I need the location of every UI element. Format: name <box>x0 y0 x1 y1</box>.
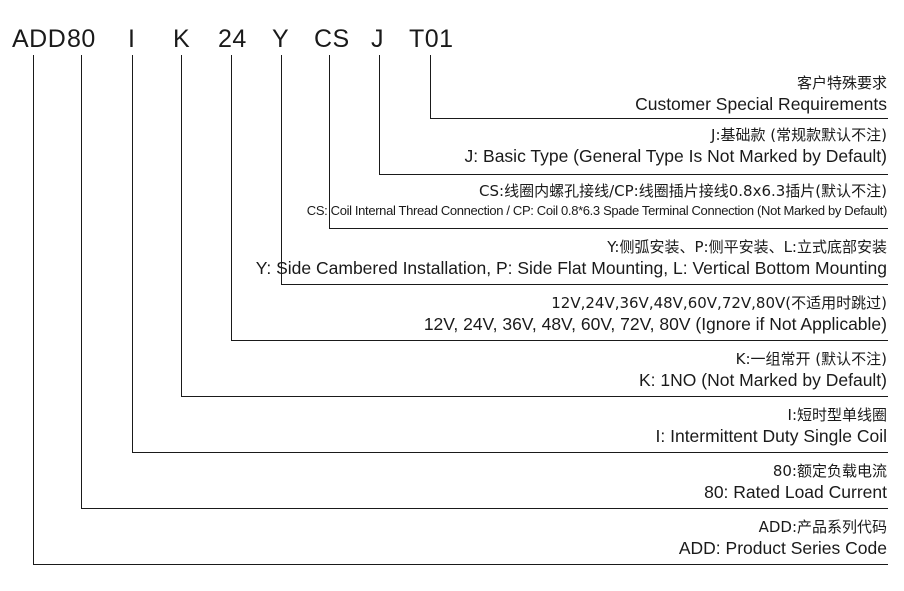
code-part-series: ADD <box>12 25 67 53</box>
label-zh: CS:线圈内螺孔接线/CP:线圈插片接线0.8x6.3插片(默认不注) <box>479 182 887 200</box>
code-part-type: J <box>371 25 384 53</box>
leader-line-series <box>33 564 888 565</box>
label-duty: I:短时型单线圈 I: Intermittent Duty Single Coi… <box>656 405 887 447</box>
label-contact: K:一组常开 (默认不注) K: 1NO (Not Marked by Defa… <box>639 349 887 391</box>
code-part-contact: K <box>173 25 191 53</box>
label-zh: K:一组常开 (默认不注) <box>735 350 887 368</box>
leader-line-contact <box>181 396 888 397</box>
label-coil-connection: CS:线圈内螺孔接线/CP:线圈插片接线0.8x6.3插片(默认不注) CS: … <box>306 181 888 221</box>
label-zh: ADD:产品系列代码 <box>758 518 887 536</box>
leader-stem-duty <box>132 55 133 452</box>
code-part-voltage: 24 <box>218 25 247 53</box>
code-part-duty: I <box>128 25 136 53</box>
label-mounting: Y:侧弧安装、P:侧平安装、L:立式底部安装 Y: Side Cambered … <box>256 237 887 279</box>
label-voltage: 12V,24V,36V,48V,60V,72V,80V(不适用时跳过) 12V,… <box>424 293 887 335</box>
label-en: Customer Special Requirements <box>635 94 887 114</box>
label-en: Y: Side Cambered Installation, P: Side F… <box>255 258 887 278</box>
leader-line-voltage <box>231 340 888 341</box>
label-special-requirements: 客户特殊要求 Customer Special Requirements <box>635 73 887 115</box>
leader-stem-type <box>379 55 380 174</box>
code-part-current: 80 <box>67 25 96 53</box>
leader-stem-contact <box>181 55 182 396</box>
label-series-code: ADD:产品系列代码 ADD: Product Series Code <box>679 517 887 559</box>
label-zh: 客户特殊要求 <box>796 74 887 92</box>
label-en: I: Intermittent Duty Single Coil <box>655 426 887 446</box>
label-en: K: 1NO (Not Marked by Default) <box>639 370 887 390</box>
leader-line-mounting <box>281 284 888 285</box>
label-zh: J:基础款 (常规款默认不注) <box>711 126 887 144</box>
leader-line-connection <box>329 228 888 229</box>
leader-line-current <box>81 508 888 509</box>
label-en: 12V, 24V, 36V, 48V, 60V, 72V, 80V (Ignor… <box>423 314 887 334</box>
label-en: CS: Coil Internal Thread Connection / CP… <box>306 203 888 218</box>
leader-line-special <box>430 118 888 119</box>
code-part-connection: CS <box>314 25 350 53</box>
label-en: J: Basic Type (General Type Is Not Marke… <box>464 146 887 166</box>
code-part-mounting: Y <box>272 25 290 53</box>
label-basic-type: J:基础款 (常规款默认不注) J: Basic Type (General T… <box>465 125 887 167</box>
label-rated-current: 80:额定负载电流 80: Rated Load Current <box>704 461 887 503</box>
label-en: 80: Rated Load Current <box>704 482 887 502</box>
label-en: ADD: Product Series Code <box>678 538 887 558</box>
label-zh: I:短时型单线圈 <box>787 406 887 424</box>
leader-stem-current <box>81 55 82 508</box>
leader-stem-mounting <box>281 55 282 284</box>
label-zh: 80:额定负载电流 <box>772 462 887 480</box>
leader-line-type <box>379 174 888 175</box>
leader-line-duty <box>132 452 888 453</box>
code-part-special: T01 <box>409 25 454 53</box>
label-zh: Y:侧弧安装、P:侧平安装、L:立式底部安装 <box>607 238 887 256</box>
leader-stem-series <box>33 55 34 564</box>
leader-stem-special <box>430 55 431 118</box>
leader-stem-voltage <box>231 55 232 340</box>
label-zh: 12V,24V,36V,48V,60V,72V,80V(不适用时跳过) <box>551 294 887 312</box>
leader-stem-connection <box>329 55 330 228</box>
